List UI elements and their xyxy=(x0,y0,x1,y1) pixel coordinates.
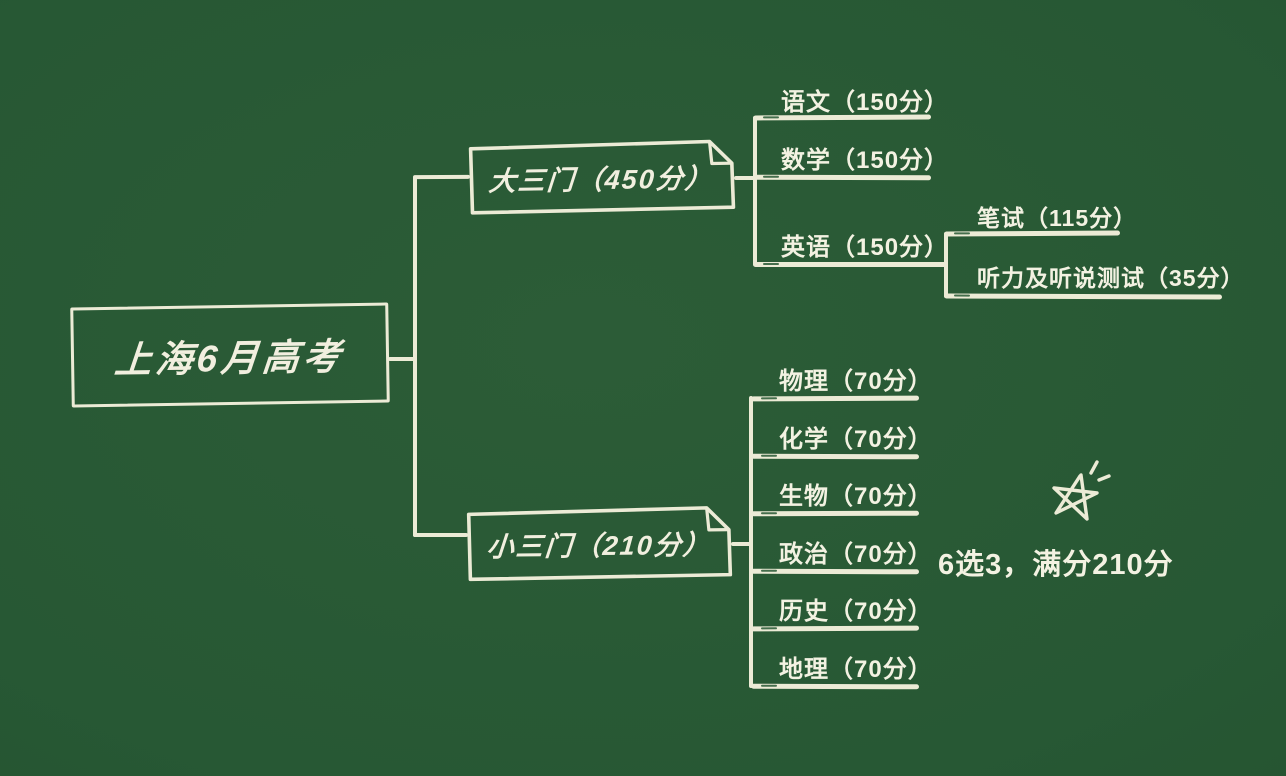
leaf-label-geography: 地理（70分） xyxy=(779,656,933,683)
connector-branch2-children-vertical xyxy=(749,396,753,688)
leaf-label-listening-test: 听力及听说测试（35分） xyxy=(977,265,1245,291)
leaf-underline-politics xyxy=(750,568,920,574)
leaf-underline-english xyxy=(753,262,948,267)
leaf-label-biology: 生物（70分） xyxy=(779,483,933,510)
connector-branch1-to-children xyxy=(734,176,756,180)
branch-node-small-three: 小三门（210分） xyxy=(464,503,737,584)
leaf-underline-math xyxy=(752,174,932,180)
leaf-label-math: 数学（150分） xyxy=(781,147,950,174)
leaf-label-politics: 政治（70分） xyxy=(779,541,933,568)
connector-branch1-children-vertical xyxy=(753,116,757,266)
connector-branch2-to-children xyxy=(731,542,752,546)
leaf-label-written-test: 笔试（115分） xyxy=(977,205,1138,231)
connector-trunk-to-branch2 xyxy=(413,533,468,537)
leaf-label-history: 历史（70分） xyxy=(779,598,933,625)
sparkle-star-icon xyxy=(1052,460,1111,521)
note-box-outline xyxy=(468,139,736,215)
leaf-label-chemistry: 化学（70分） xyxy=(779,426,933,453)
leaf-underline-chemistry xyxy=(750,453,920,459)
leaf-underline-geography xyxy=(750,683,920,689)
connector-english-children-vertical xyxy=(944,232,948,298)
connector-trunk-vertical xyxy=(413,176,417,537)
leaf-underline-written-test xyxy=(943,230,1121,236)
leaf-underline-physics xyxy=(750,395,920,401)
connector-trunk-to-branch1 xyxy=(412,174,471,180)
root-node-label: 上海6月高考 xyxy=(113,336,347,381)
leaf-label-physics: 物理（70分） xyxy=(779,368,933,395)
leaf-underline-history xyxy=(750,625,920,631)
branch-label-big-three: 大三门（450分） xyxy=(488,162,716,197)
connector-root-to-trunk xyxy=(388,357,417,361)
annotation-text: 6选3，满分210分 xyxy=(938,549,1174,581)
leaf-label-chinese: 语文（150分） xyxy=(781,89,950,116)
branch-label-small-three: 小三门（210分） xyxy=(486,529,714,562)
leaf-underline-chinese xyxy=(752,114,932,120)
leaf-underline-listening-test xyxy=(943,293,1223,299)
leaf-underline-biology xyxy=(750,510,920,516)
leaf-label-english: 英语（150分） xyxy=(781,234,950,261)
note-box-outline xyxy=(466,506,733,582)
root-node: 上海6月高考 xyxy=(70,302,390,408)
branch-node-big-three: 大三门（450分） xyxy=(465,137,738,217)
